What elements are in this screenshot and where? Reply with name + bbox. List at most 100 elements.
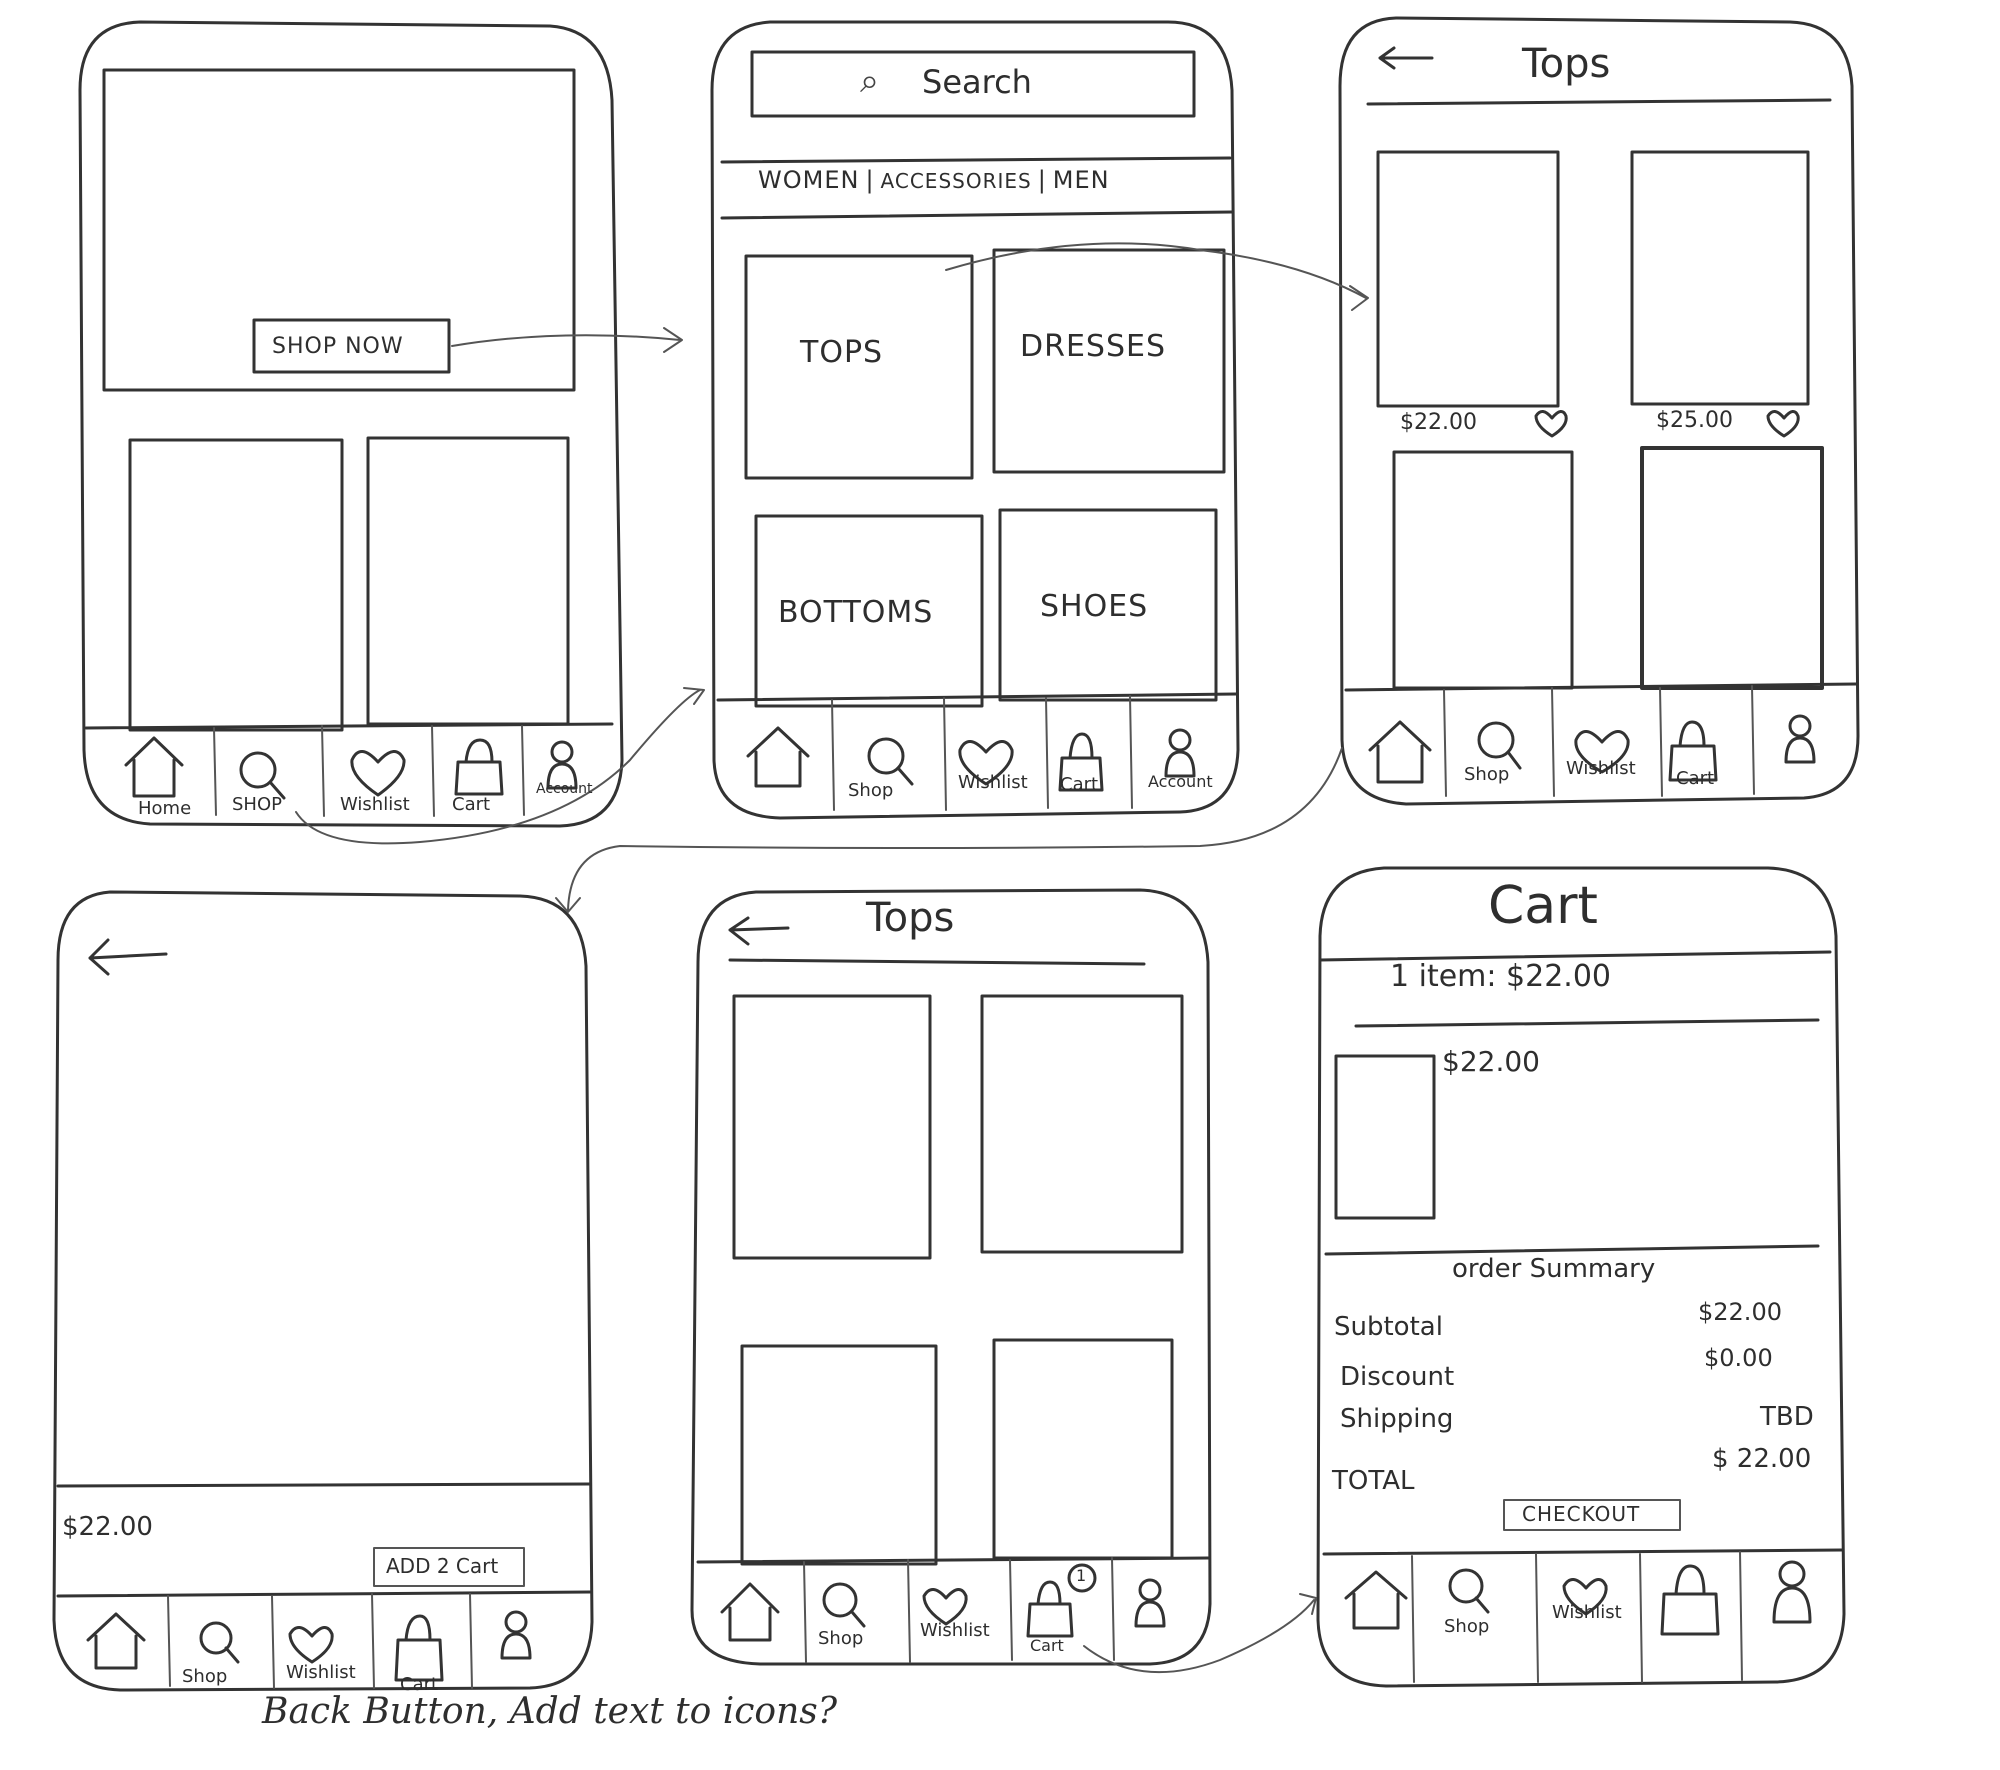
page-title: Tops bbox=[1522, 41, 1611, 87]
product-card-2[interactable] bbox=[1630, 150, 1810, 406]
back-arrow[interactable] bbox=[1378, 46, 1434, 70]
search-icon bbox=[822, 1582, 858, 1618]
phone-frame bbox=[1316, 866, 1846, 1688]
search-icon bbox=[867, 737, 905, 775]
screen-tops bbox=[1338, 16, 1860, 806]
summary-label-shipping: Shipping bbox=[1340, 1404, 1454, 1434]
tab-separators bbox=[1411, 1551, 1743, 1683]
title-underline bbox=[1366, 98, 1832, 106]
search-icon bbox=[239, 751, 277, 789]
category-tabs-top-line bbox=[720, 156, 1232, 164]
tab-bar-divider bbox=[1344, 682, 1858, 692]
secondary-image-left bbox=[128, 438, 344, 732]
category-tabs-bottom-line bbox=[720, 210, 1234, 220]
nav-cart-label: Cart bbox=[452, 794, 491, 815]
nav-wishlist-label: Wishlist bbox=[958, 772, 1028, 793]
account-icon-body bbox=[546, 762, 578, 790]
nav-account-label: Account bbox=[1148, 772, 1213, 791]
tab-bar-divider bbox=[84, 722, 614, 730]
search-icon-handle bbox=[1506, 750, 1522, 770]
category-tabs: WOMEN| ACCESSORIES| MEN bbox=[758, 168, 1110, 192]
hero-banner bbox=[102, 68, 576, 392]
bag-icon bbox=[1026, 1580, 1074, 1638]
tab-bar-divider bbox=[56, 1590, 592, 1598]
heart-fav-2[interactable] bbox=[1766, 410, 1800, 438]
bag-icon bbox=[394, 1614, 444, 1682]
heart-icon bbox=[350, 750, 406, 797]
title-underline bbox=[728, 958, 1146, 966]
product-card-1[interactable] bbox=[1376, 150, 1560, 408]
tile-tops[interactable] bbox=[744, 254, 974, 480]
summary-value-subtotal: $22.00 bbox=[1698, 1298, 1782, 1326]
account-icon bbox=[550, 740, 574, 764]
search-icon-handle bbox=[896, 766, 914, 786]
bag-icon bbox=[1668, 720, 1718, 782]
tab-women[interactable]: WOMEN bbox=[758, 166, 860, 194]
back-arrow[interactable] bbox=[728, 916, 790, 946]
nav-shop-label: Shop bbox=[182, 1666, 228, 1687]
tab-separators bbox=[803, 1557, 1115, 1663]
cart-item-price: $22.00 bbox=[1442, 1045, 1540, 1078]
heart-icon bbox=[288, 1626, 334, 1664]
tile-bottoms[interactable] bbox=[754, 514, 984, 708]
search-bar[interactable] bbox=[750, 50, 1196, 118]
cart-items-line: 1 item: $22.00 bbox=[1390, 959, 1612, 994]
product-card-2[interactable] bbox=[980, 994, 1184, 1254]
tile-tops-label: TOPS bbox=[800, 335, 884, 370]
cart-count-badge bbox=[1067, 1563, 1097, 1593]
product-card-1[interactable] bbox=[732, 994, 932, 1260]
nav-wishlist-label: Wishlist bbox=[286, 1662, 356, 1683]
summary-divider bbox=[1324, 1244, 1820, 1256]
phone-frame bbox=[78, 20, 624, 828]
phone-frame bbox=[710, 20, 1240, 820]
search-placeholder: Search bbox=[922, 63, 1032, 101]
add-to-cart-button[interactable] bbox=[373, 1547, 525, 1587]
title-underline bbox=[1318, 950, 1832, 962]
screen-shop bbox=[710, 20, 1240, 820]
screen-cart bbox=[1316, 866, 1846, 1688]
product-card-3[interactable] bbox=[1392, 450, 1574, 690]
home-icon bbox=[720, 1582, 780, 1642]
account-icon-body bbox=[1164, 750, 1196, 778]
page-title: Cart bbox=[1488, 876, 1598, 936]
screen-product bbox=[52, 890, 594, 1692]
tab-separators bbox=[1443, 685, 1755, 797]
tile-bottoms-label: BOTTOMS bbox=[778, 595, 934, 630]
shop-now-button[interactable] bbox=[252, 318, 451, 374]
nav-wishlist-label: Wishlist bbox=[920, 1620, 990, 1641]
tab-bar-divider bbox=[716, 692, 1238, 702]
account-icon-body bbox=[1134, 1600, 1166, 1628]
tile-dresses[interactable] bbox=[992, 248, 1226, 474]
flow-arrow-shopnow-to-shop bbox=[451, 327, 683, 353]
search-icon bbox=[199, 1621, 233, 1655]
checkout-button[interactable] bbox=[1503, 1499, 1681, 1531]
shop-now-label: SHOP NOW bbox=[272, 334, 404, 359]
heart-icon bbox=[922, 1588, 968, 1626]
account-icon bbox=[1778, 1560, 1806, 1588]
summary-value-shipping: TBD bbox=[1760, 1402, 1814, 1432]
tab-bar-divider bbox=[1322, 1548, 1844, 1556]
product-card-4[interactable] bbox=[992, 1338, 1174, 1560]
nav-account-label: Account bbox=[536, 781, 593, 797]
nav-shop-label: SHOP bbox=[232, 794, 282, 815]
heart-fav-1[interactable] bbox=[1534, 410, 1568, 438]
tile-shoes-label: SHOES bbox=[1040, 589, 1149, 624]
screen-home bbox=[78, 20, 624, 828]
home-icon bbox=[86, 1612, 146, 1670]
nav-shop-label: Shop bbox=[818, 1628, 864, 1649]
summary-value-total: $ 22.00 bbox=[1712, 1444, 1812, 1474]
back-arrow[interactable] bbox=[88, 938, 168, 976]
screen-tops-2 bbox=[690, 888, 1212, 1666]
cart-count-label: 1 bbox=[1076, 1566, 1087, 1585]
home-icon bbox=[1368, 720, 1432, 784]
home-icon bbox=[746, 726, 810, 788]
product-card-4[interactable] bbox=[1640, 446, 1824, 690]
search-icon bbox=[1477, 721, 1515, 759]
tile-shoes[interactable] bbox=[998, 508, 1218, 702]
bag-icon bbox=[454, 738, 504, 796]
tab-accessories[interactable]: ACCESSORIES bbox=[880, 169, 1032, 193]
bag-icon bbox=[1660, 1564, 1720, 1636]
tab-men[interactable]: MEN bbox=[1052, 166, 1110, 194]
product-card-3[interactable] bbox=[740, 1344, 938, 1566]
